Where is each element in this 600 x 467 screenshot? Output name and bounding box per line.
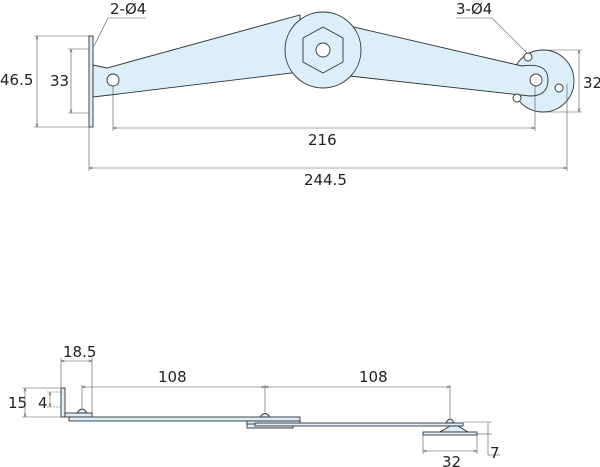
left-mount-plate — [88, 35, 94, 128]
side-arm-right — [254, 422, 464, 427]
rivet-left — [76, 408, 88, 414]
leader-left-holes — [93, 17, 146, 47]
dim-flange-width: 32 — [442, 453, 461, 467]
side-bracket-flange — [64, 412, 93, 418]
rivet-right — [445, 418, 455, 424]
dim-bracket-width: 18.5 — [63, 343, 96, 361]
right-pivot-hole — [529, 73, 543, 87]
center-hole — [315, 42, 331, 58]
leader-right-holes — [456, 17, 528, 54]
dim-hole-offset: 4 — [38, 394, 48, 412]
side-bracket-vertical — [60, 387, 66, 418]
left-pivot-hole — [106, 73, 120, 87]
label-right-holes: 3-Ø4 — [456, 0, 492, 18]
flange-hole-2 — [554, 83, 564, 93]
flange-hole-1 — [523, 52, 533, 62]
dim-bracket-height: 15 — [8, 394, 27, 412]
side-arm-left — [68, 416, 301, 422]
dim-overall-length: 244.5 — [304, 171, 347, 189]
dim-flange-diameter: 32 — [583, 74, 600, 92]
dim-pivot-distance: 216 — [308, 131, 337, 149]
dim-hole-spacing: 33 — [50, 72, 69, 90]
dim-plate-height: 46.5 — [0, 71, 33, 89]
rivet-center — [259, 413, 271, 418]
dim-segment-2: 108 — [359, 368, 388, 386]
side-flange — [422, 431, 478, 436]
side-view: 18.5 108 108 15 4 7 32 — [8, 343, 500, 467]
left-arm — [92, 14, 301, 98]
right-arm-end — [344, 24, 549, 97]
top-view: 46.5 33 2-Ø4 3-Ø4 32 216 244.5 — [0, 0, 600, 189]
flange-boss — [438, 425, 470, 433]
label-left-holes: 2-Ø4 — [110, 0, 146, 18]
flange-hole-3 — [512, 93, 522, 103]
dim-segment-1: 108 — [158, 368, 187, 386]
dim-flange-height: 7 — [490, 444, 500, 462]
